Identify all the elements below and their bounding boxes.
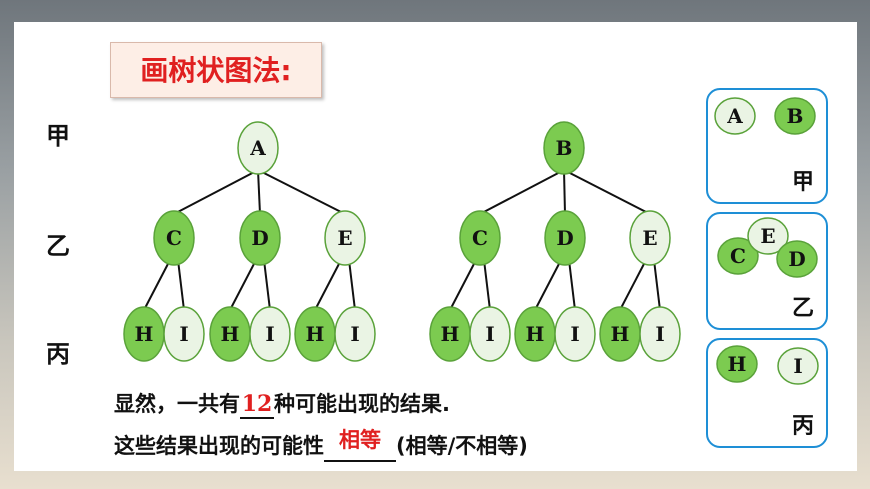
answer-likelihood: 相等 <box>339 428 381 452</box>
tree2-root-label: B <box>556 136 573 160</box>
group-2-node-C: C <box>717 237 759 275</box>
tree1-C-leaf-H-label: H <box>135 322 154 346</box>
tree-edge <box>348 259 356 311</box>
tree-edge <box>483 259 491 311</box>
tree2-E-leaf-I: I <box>639 306 681 362</box>
tree-edge <box>229 259 257 311</box>
answer-count: 12 <box>241 391 273 417</box>
group-3-node-H-label: H <box>728 352 747 376</box>
group-2-node-C-label: C <box>730 244 746 268</box>
group-2-node-E: E <box>747 217 789 255</box>
tree-edge <box>263 259 271 311</box>
answer-blank-count: 12 <box>240 391 274 419</box>
tree1-D-leaf-H: H <box>209 306 251 362</box>
sentence-likelihood: 这些结果出现的可能性相等 (相等/不相等) <box>114 428 528 462</box>
group-1-node-B: B <box>774 97 816 135</box>
group-3-node-I: I <box>777 347 819 385</box>
tree2-C-leaf-I: I <box>469 306 511 362</box>
group-1-node-A-label: A <box>726 104 743 128</box>
tree-edge <box>619 259 647 311</box>
tree1-E-leaf-I-label: I <box>350 322 359 346</box>
tree-edge <box>534 259 562 311</box>
group-label-bing: 丙 <box>791 414 814 439</box>
sentence-total-outcomes: 显然，一共有12种可能出现的结果. <box>114 388 450 419</box>
tree2-root: B <box>543 121 585 175</box>
tree1-C-leaf-I-label: I <box>179 322 188 346</box>
tree2-E-leaf-I-label: I <box>655 322 664 346</box>
tree1-C-leaf-I: I <box>163 306 205 362</box>
tree1-node-C: C <box>153 210 195 266</box>
tree1-node-E: E <box>324 210 366 266</box>
tree2-D-leaf-I-label: I <box>570 322 579 346</box>
tree2-node-C-label: C <box>472 226 488 250</box>
row-label-yi: 乙 <box>46 232 70 260</box>
sentence2-before: 这些结果出现的可能性 <box>114 434 324 458</box>
tree2-node-D: D <box>544 210 586 266</box>
tree2-D-leaf-I: I <box>554 306 596 362</box>
tree-edge <box>257 169 261 215</box>
method-title: 画树状图法: <box>110 42 322 98</box>
group-1-node-A: A <box>714 97 756 135</box>
tree1-E-leaf-H: H <box>294 306 336 362</box>
tree-edge <box>257 169 346 215</box>
tree-edge <box>653 259 661 311</box>
tree1-node-C-label: C <box>166 226 182 250</box>
tree1-root-label: A <box>249 136 266 160</box>
tree2-node-E-label: E <box>642 226 657 250</box>
group-2-node-E-label: E <box>760 224 775 248</box>
tree2-node-E: E <box>629 210 671 266</box>
tree1-E-leaf-H-label: H <box>306 322 325 346</box>
sentence2-after: (相等/不相等) <box>396 434 528 458</box>
group-2-node-D: D <box>776 240 818 278</box>
tree2-node-C: C <box>459 210 501 266</box>
tree1-C-leaf-H: H <box>123 306 165 362</box>
group-label-yi: 乙 <box>791 296 814 321</box>
tree-edge <box>568 259 576 311</box>
tree1-D-leaf-I: I <box>249 306 291 362</box>
tree-edge <box>479 169 565 215</box>
sentence1-before: 显然，一共有 <box>114 392 240 416</box>
tree1-D-leaf-H-label: H <box>221 322 240 346</box>
tree2-C-leaf-H: H <box>429 306 471 362</box>
group-label-jia: 甲 <box>791 170 814 195</box>
tree2-E-leaf-H: H <box>599 306 641 362</box>
group-3-node-I-label: I <box>793 354 802 378</box>
group-1-node-B-label: B <box>787 104 804 128</box>
tree-edge <box>449 259 477 311</box>
tree-edge <box>563 169 566 215</box>
tree-edge <box>177 259 185 311</box>
tree-edge <box>143 259 171 311</box>
row-label-jia: 甲 <box>46 122 70 150</box>
answer-blank-likelihood: 相等 <box>324 428 396 462</box>
tree1-node-D-label: D <box>251 226 268 250</box>
tree2-C-leaf-I-label: I <box>485 322 494 346</box>
tree2-D-leaf-H-label: H <box>526 322 545 346</box>
tree2-E-leaf-H-label: H <box>611 322 630 346</box>
tree1-E-leaf-I: I <box>334 306 376 362</box>
tree-edge <box>563 169 651 215</box>
tree2-node-D-label: D <box>556 226 573 250</box>
tree2-C-leaf-H-label: H <box>441 322 460 346</box>
sentence1-after: 种可能出现的结果. <box>274 392 450 416</box>
tree1-D-leaf-I-label: I <box>265 322 274 346</box>
row-label-bing: 丙 <box>46 340 70 368</box>
group-2-node-D-label: D <box>788 247 805 271</box>
group-3-node-H: H <box>716 345 758 383</box>
tree1-node-E-label: E <box>337 226 352 250</box>
tree1-node-D: D <box>239 210 281 266</box>
tree-edge <box>173 169 259 215</box>
tree1-root: A <box>237 121 279 175</box>
tree-edge <box>314 259 342 311</box>
